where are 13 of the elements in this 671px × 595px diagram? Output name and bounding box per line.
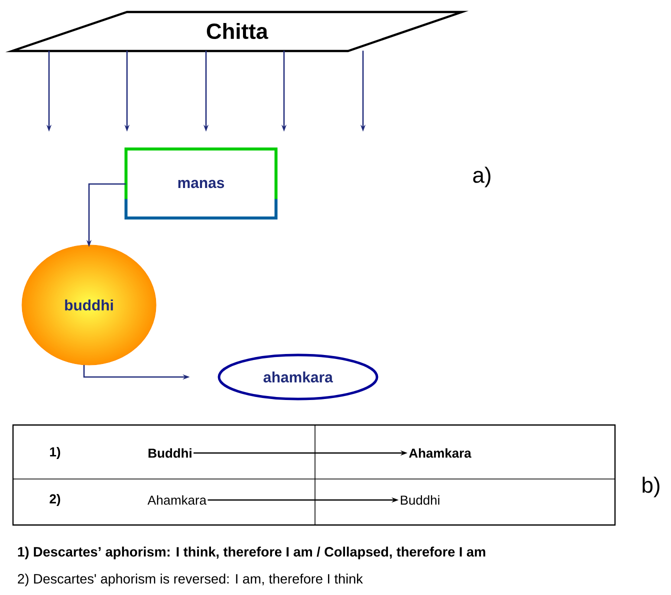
- table-text: Ahamkara: [148, 495, 207, 505]
- row-number: 2): [50, 494, 60, 506]
- panel-label: a): [473, 166, 490, 188]
- table-text: Ahamkara: [409, 448, 472, 458]
- table-text: Buddhi: [400, 495, 440, 505]
- process-box: manas: [124, 148, 278, 220]
- note-text: 2) Descartes' aphorism is reversed: I am, therefore I think: [18, 574, 363, 586]
- row-number: 1): [50, 446, 60, 460]
- circle-node: buddhi: [22, 244, 156, 366]
- note-text: 1) Descartes’ aphorism: I think, therefore I am / Collapsed, therefore I am: [18, 546, 486, 560]
- ellipse-node: ahamkara: [218, 354, 378, 400]
- table-text: Buddhi: [148, 448, 192, 458]
- panel-label: b): [642, 476, 660, 498]
